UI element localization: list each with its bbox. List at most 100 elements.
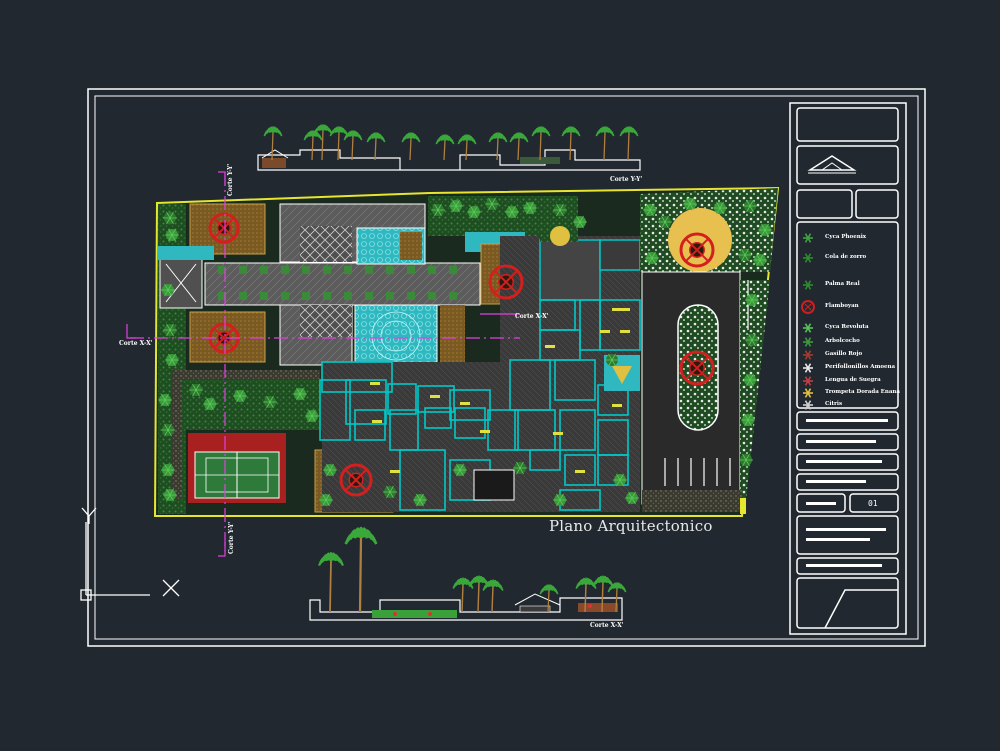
room-wall (599, 299, 641, 351)
room-wall (597, 454, 629, 486)
room-wall (321, 361, 393, 393)
planter-post (281, 292, 289, 300)
planter-post (323, 292, 331, 300)
palm-tree-icon (317, 551, 345, 613)
flamboyan-icon (679, 350, 715, 386)
shrub-icon (743, 199, 757, 213)
palm-tree-icon (619, 126, 639, 161)
royal-palm-icon (803, 280, 813, 290)
shrub-icon (605, 353, 619, 367)
furniture-piece (575, 470, 585, 473)
room-wall (345, 379, 387, 425)
planter-post (239, 266, 247, 274)
furniture-piece (545, 345, 555, 348)
planter-post (218, 292, 226, 300)
planter-post (260, 292, 268, 300)
driveway (642, 490, 746, 514)
shrub-icon (745, 333, 759, 347)
shrub-icon (163, 488, 177, 502)
palm-tree-icon (366, 132, 386, 161)
planter-post (260, 266, 268, 274)
palm-tree-icon (488, 132, 508, 161)
flower-icon (803, 363, 813, 373)
legend-item-label: Cola de zorro (825, 254, 867, 260)
shrub-icon (513, 461, 527, 475)
shrub-icon (643, 203, 657, 217)
palm-tree-icon (531, 126, 551, 161)
shrub-icon (319, 493, 333, 507)
shrub-icon (161, 463, 175, 477)
flamboyan-icon (488, 264, 524, 300)
palm-tree-icon (401, 132, 421, 161)
snake-plant-icon (803, 376, 813, 386)
room-wall (399, 449, 446, 511)
shrub-icon (758, 223, 772, 237)
shrub-icon (203, 397, 217, 411)
trumpet-flower-icon (803, 388, 813, 398)
section-label-left: Corte X-X' (119, 340, 153, 347)
palm-tree-icon (457, 134, 477, 161)
shrub-icon (753, 253, 767, 267)
service-area (473, 469, 515, 501)
cycas-revoluta-icon (803, 323, 813, 333)
shrub-icon (743, 373, 757, 387)
legend-item-label: Palma Real (825, 281, 860, 287)
palm-tree-icon (303, 130, 323, 161)
planter-post (386, 266, 394, 274)
room-wall (354, 409, 386, 441)
palm-tree-icon (539, 584, 559, 613)
shrub-icon (553, 493, 567, 507)
furniture-piece (620, 308, 630, 311)
palm-tree-icon (482, 579, 504, 613)
planter-post (386, 292, 394, 300)
shrub-icon (645, 251, 659, 265)
shrub-icon (713, 201, 727, 215)
section-label-bottom: Corte X-X' (590, 622, 624, 629)
shrub-icon (658, 215, 672, 229)
furniture-piece (390, 470, 400, 473)
shrub-icon (413, 493, 427, 507)
cycad-icon (803, 233, 813, 243)
legend-item-label: Flamboyan (825, 303, 859, 309)
planter-post (407, 292, 415, 300)
section-x-palms (317, 526, 627, 613)
flamboyan-icon (208, 212, 240, 244)
shrub-icon (485, 197, 499, 211)
shrub-icon (803, 337, 813, 347)
furniture-piece (430, 395, 440, 398)
palm-tree-icon (561, 126, 581, 161)
legend-item-label: Trompeta Dorada Enana (825, 389, 900, 395)
shrub-icon (233, 389, 247, 403)
shrub-icon (453, 463, 467, 477)
shrub-icon (161, 423, 175, 437)
section-line-x (126, 313, 520, 339)
title-block-text-bars (806, 419, 888, 567)
palm-tree-icon (313, 124, 333, 161)
section-label-vertical-top: Corte Y-Y' (227, 163, 234, 196)
shrub-icon (305, 409, 319, 423)
palm-tree-icon (468, 575, 490, 613)
legend-item-label: Citris (825, 401, 843, 407)
shrub-icon (738, 248, 752, 262)
planter-post (407, 266, 415, 274)
section-y-elevation (257, 149, 641, 171)
planter-post (428, 292, 436, 300)
palm-tree-icon (595, 126, 615, 161)
palm-tree-icon (607, 582, 627, 613)
shrub-icon (553, 203, 567, 217)
logo-mark (807, 155, 857, 174)
furniture-piece (620, 330, 630, 333)
sheet-frame (87, 88, 926, 647)
room-wall (449, 389, 491, 421)
planter-post (302, 292, 310, 300)
palm-tree-icon (329, 126, 349, 161)
furniture-piece (600, 330, 610, 333)
section-label-top: Corte Y-Y' (610, 176, 643, 183)
flamboyan-icon (339, 463, 373, 497)
room-wall (454, 407, 486, 439)
section-line-y (218, 171, 226, 557)
room-wall (319, 379, 351, 441)
shrub-icon (745, 293, 759, 307)
palm-tree-icon (575, 577, 597, 613)
